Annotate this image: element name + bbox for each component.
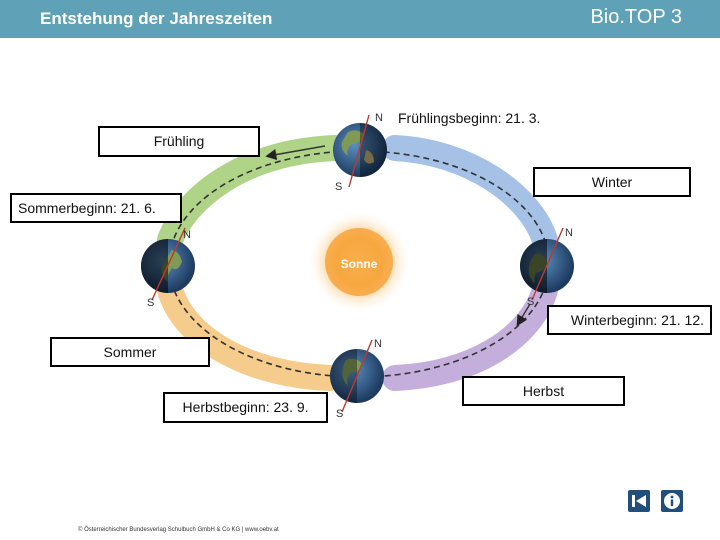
- label-sommer: Sommer: [50, 337, 210, 367]
- header-bar: Entstehung der Jahreszeiten Bio.TOP 3: [0, 0, 720, 38]
- info-button[interactable]: [661, 490, 683, 512]
- axis-line: [348, 114, 370, 188]
- back-to-start-icon: [632, 495, 646, 507]
- south-pole-label: S: [336, 408, 343, 420]
- label-winterbeginn: Winterbeginn: 21. 12.: [547, 305, 712, 335]
- info-icon: [664, 493, 680, 509]
- south-pole-label: S: [335, 181, 342, 193]
- sun-core: [325, 228, 393, 296]
- orbit-arrow: [265, 145, 326, 161]
- sun-label: Sonne: [341, 257, 378, 271]
- page-title: Entstehung der Jahreszeiten: [40, 9, 273, 28]
- north-pole-label: N: [183, 229, 191, 241]
- orbit-arrow: [516, 303, 531, 327]
- label-sommerbeginn: Sommerbeginn: 21. 6.: [10, 193, 182, 223]
- summer-band: [157, 277, 343, 391]
- copyright-text: © Österreichischer Bundesverlag Schulbuc…: [78, 527, 279, 533]
- south-pole-label: S: [527, 296, 534, 308]
- winter-band: [382, 135, 558, 253]
- north-pole-label: N: [565, 227, 573, 239]
- label-fruehlingsbeginn: Frühlingsbeginn: 21. 3.: [392, 106, 568, 134]
- label-herbstbeginn: Herbstbeginn: 23. 9.: [163, 392, 328, 423]
- axis-line: [151, 227, 186, 301]
- north-pole-label: N: [374, 338, 382, 350]
- autumn-band: [382, 277, 558, 391]
- orbit-bands: [157, 135, 558, 391]
- axis-line: [341, 339, 373, 413]
- label-winter: Winter: [533, 167, 691, 197]
- label-fruehling: Frühling: [98, 126, 260, 157]
- south-pole-label: S: [147, 297, 154, 309]
- north-pole-label: N: [375, 112, 383, 124]
- back-to-start-button[interactable]: [628, 490, 650, 512]
- spring-band: [157, 135, 348, 253]
- axis-line: [531, 227, 564, 301]
- label-herbst: Herbst: [462, 376, 625, 406]
- brand-label: Bio.TOP 3: [590, 6, 682, 28]
